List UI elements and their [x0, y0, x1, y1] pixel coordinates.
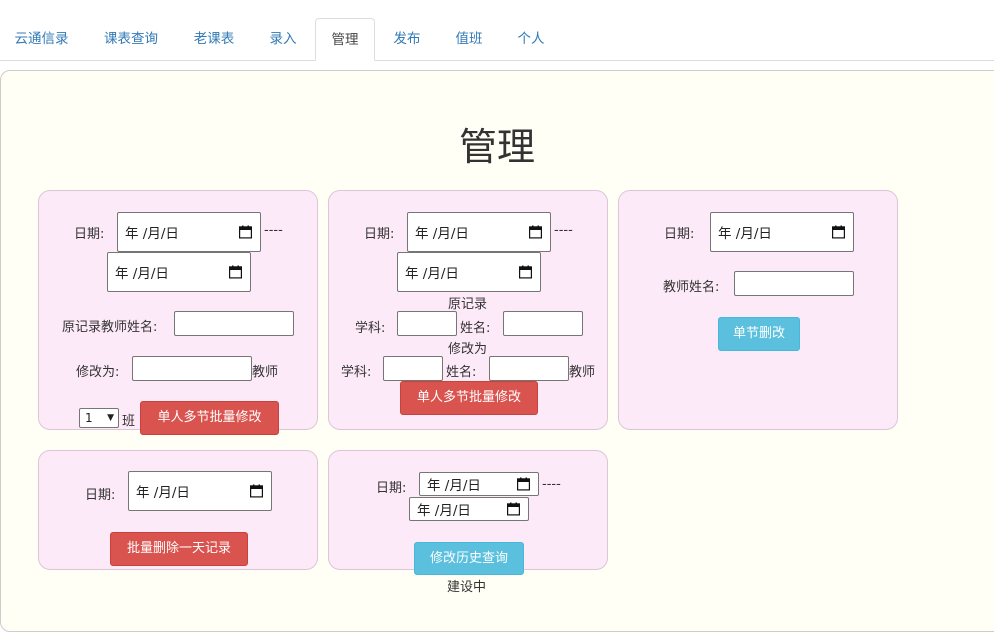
batch-delete-button[interactable]: 批量删除一天记录: [110, 532, 248, 566]
end-date-input[interactable]: 年 /月/日: [409, 497, 529, 521]
new-subject-label: 学科:: [341, 365, 372, 380]
tab-schedule-query[interactable]: 课表查询: [104, 31, 158, 47]
date-input[interactable]: 年 /月/日: [710, 212, 854, 252]
tab-old-schedule[interactable]: 老课表: [193, 31, 235, 47]
card-batch-modify-subject: 日期: 年 /月/日 ---- 年 /月/日 原记录 学科: 姓名: 修改为 学…: [328, 190, 608, 430]
modify-to-label: 修改为:: [76, 365, 120, 380]
orig-subject-input[interactable]: [397, 311, 457, 336]
tab-duty[interactable]: 值班: [455, 31, 483, 47]
tab-publish[interactable]: 发布: [393, 31, 421, 47]
tab-contacts[interactable]: 云通信录: [14, 31, 69, 47]
range-separator: ----: [542, 477, 561, 492]
date-label: 日期:: [74, 227, 105, 242]
card-single-edit: 日期: 年 /月/日 教师姓名: 单节删改: [618, 190, 898, 430]
orig-teacher-input[interactable]: [174, 311, 294, 336]
calendar-icon[interactable]: [507, 503, 520, 516]
calendar-icon[interactable]: [250, 485, 263, 498]
chevron-down-icon: ▼: [107, 413, 114, 423]
class-select[interactable]: 1 ▼: [79, 408, 119, 428]
teacher-suffix: 教师: [252, 365, 279, 380]
start-date-input[interactable]: 年 /月/日: [419, 472, 539, 496]
subject-label: 学科:: [355, 321, 386, 336]
calendar-icon[interactable]: [229, 266, 242, 279]
new-name-input[interactable]: [489, 356, 569, 381]
class-suffix: 班: [122, 414, 136, 429]
modify-to-label: 修改为: [448, 342, 488, 357]
card-batch-modify-teacher: 日期: 年 /月/日 ---- 年 /月/日 原记录教师姓名: 修改为: 教师 …: [38, 190, 318, 435]
date-label: 日期:: [85, 488, 116, 503]
card-history-query: 日期: 年 /月/日 ---- 年 /月/日 修改历史查询: [328, 450, 608, 575]
orig-record-label: 原记录: [448, 297, 488, 312]
batch-modify-button[interactable]: 单人多节批量修改: [140, 401, 279, 435]
orig-name-input[interactable]: [503, 311, 583, 336]
calendar-icon[interactable]: [239, 226, 252, 239]
end-date-input[interactable]: 年 /月/日: [107, 252, 251, 292]
teacher-suffix: 教师: [569, 365, 596, 380]
range-separator: ----: [554, 223, 573, 238]
date-input[interactable]: 年 /月/日: [128, 471, 272, 511]
nav-tabs: 云通信录 课表查询 老课表 录入 管理 发布 值班 个人: [0, 18, 994, 61]
calendar-icon[interactable]: [832, 226, 845, 239]
calendar-icon[interactable]: [529, 226, 542, 239]
new-name-label: 姓名:: [446, 365, 477, 380]
single-edit-button[interactable]: 单节删改: [718, 317, 800, 351]
date-label: 日期:: [664, 227, 695, 242]
tab-manage[interactable]: 管理: [315, 18, 375, 61]
calendar-icon[interactable]: [519, 266, 532, 279]
tab-personal[interactable]: 个人: [517, 31, 545, 47]
date-label: 日期:: [364, 227, 395, 242]
end-date-input[interactable]: 年 /月/日: [397, 252, 541, 292]
start-date-input[interactable]: 年 /月/日: [117, 212, 261, 252]
teacher-name-label: 教师姓名:: [663, 280, 720, 295]
date-label: 日期:: [376, 481, 407, 496]
card-batch-delete: 日期: 年 /月/日 批量删除一天记录: [38, 450, 318, 570]
range-separator: ----: [264, 223, 283, 238]
status-text: 建设中: [447, 580, 487, 595]
tab-entry[interactable]: 录入: [269, 31, 297, 47]
history-query-button[interactable]: 修改历史查询: [414, 542, 524, 575]
calendar-icon[interactable]: [517, 478, 530, 491]
new-subject-input[interactable]: [383, 356, 443, 381]
teacher-name-input[interactable]: [734, 271, 854, 296]
orig-teacher-label: 原记录教师姓名:: [62, 320, 158, 335]
name-label: 姓名:: [460, 321, 491, 336]
batch-modify-subject-button[interactable]: 单人多节批量修改: [400, 381, 538, 415]
page-title: 管理: [458, 125, 535, 169]
start-date-input[interactable]: 年 /月/日: [407, 212, 551, 252]
new-teacher-input[interactable]: [132, 356, 252, 381]
